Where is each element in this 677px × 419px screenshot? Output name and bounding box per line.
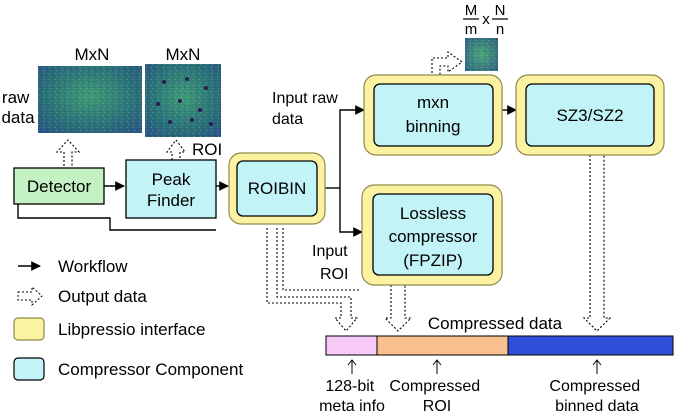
svg-text:Finder: Finder bbox=[147, 191, 196, 210]
input-roi-label: Input ROI bbox=[312, 243, 352, 283]
svg-text:N: N bbox=[495, 2, 506, 19]
svg-text:binning: binning bbox=[406, 117, 461, 136]
raw-data-image bbox=[38, 66, 142, 133]
svg-text:n: n bbox=[496, 21, 504, 38]
legend-libpressio-swatch bbox=[13, 317, 45, 341]
compressed-data-bar bbox=[325, 335, 674, 356]
sz-compressor-box: SZ3/SZ2 bbox=[515, 74, 665, 156]
binned-data-image bbox=[465, 38, 498, 71]
segment-pointers bbox=[347, 359, 602, 374]
roi-tag: ROI bbox=[192, 140, 222, 159]
compressed-data-label: Compressed data bbox=[428, 314, 563, 333]
detector-box: Detector bbox=[13, 167, 105, 205]
compressed-binned-segment bbox=[507, 335, 674, 356]
meta-info-label: 128-bit meta info bbox=[319, 378, 385, 414]
compressed-roi-label: Compressed ROI bbox=[389, 378, 484, 414]
legend-output-label: Output data bbox=[58, 287, 147, 306]
svg-text:M: M bbox=[465, 2, 478, 19]
svg-text:m: m bbox=[465, 21, 478, 38]
legend-output-arrow-icon bbox=[17, 285, 43, 307]
legend: Workflow Output data Libpressio interfac… bbox=[13, 257, 243, 381]
svg-text:Detector: Detector bbox=[27, 177, 92, 196]
binned-size-fraction: M m x N n bbox=[463, 2, 508, 38]
input-raw-data-label: Input raw data bbox=[272, 90, 342, 128]
workflow-arrows bbox=[17, 105, 517, 237]
output-arrows bbox=[55, 50, 612, 332]
legend-libpressio-label: Libpressio interface bbox=[58, 320, 205, 339]
svg-text:Peak: Peak bbox=[152, 170, 191, 189]
compressed-binned-label: Compressed binned data bbox=[549, 378, 644, 414]
raw-data-label: raw data bbox=[1, 88, 35, 127]
svg-text:x: x bbox=[482, 11, 490, 28]
legend-component-swatch bbox=[13, 357, 45, 381]
legend-workflow-label: Workflow bbox=[58, 257, 128, 276]
svg-text:ROIBIN: ROIBIN bbox=[248, 179, 307, 198]
compressed-roi-segment bbox=[376, 335, 509, 356]
meta-info-segment bbox=[325, 335, 378, 356]
svg-text:SZ3/SZ2: SZ3/SZ2 bbox=[556, 106, 623, 125]
svg-text:compressor: compressor bbox=[389, 227, 478, 246]
legend-component-label: Compressor Component bbox=[58, 360, 243, 379]
raw-image-size-label: MxN bbox=[75, 45, 110, 64]
roibin-box: ROIBIN bbox=[228, 152, 326, 225]
binning-box: mxn binning bbox=[363, 74, 503, 156]
svg-text:Lossless: Lossless bbox=[400, 204, 466, 223]
svg-text:mxn: mxn bbox=[417, 93, 449, 112]
lossless-compressor-box: Lossless compressor (FPZIP) bbox=[361, 184, 503, 286]
peak-finder-box: Peak Finder bbox=[125, 159, 217, 219]
roi-image bbox=[145, 64, 221, 137]
roi-image-size-label: MxN bbox=[166, 45, 201, 64]
svg-text:(FPZIP): (FPZIP) bbox=[403, 251, 463, 270]
